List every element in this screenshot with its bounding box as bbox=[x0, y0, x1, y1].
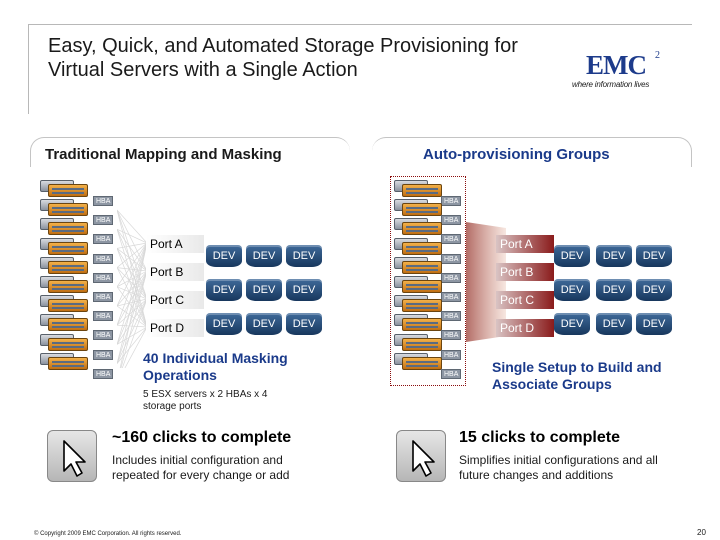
right-port-d: Port D bbox=[496, 319, 554, 337]
left-ops-detail: 5 ESX servers x 2 HBAs x 4 storage ports bbox=[143, 389, 268, 412]
logo-superscript: 2 bbox=[655, 50, 660, 61]
left-dev: DEV bbox=[246, 313, 282, 335]
left-dev: DEV bbox=[206, 279, 242, 301]
server-icon bbox=[394, 276, 442, 293]
server-icon bbox=[40, 199, 88, 217]
left-dev: DEV bbox=[206, 313, 242, 335]
hba-label: HBA bbox=[441, 330, 462, 341]
hba-label: HBA bbox=[441, 215, 462, 226]
left-dev: DEV bbox=[206, 245, 242, 267]
right-dev: DEV bbox=[554, 279, 590, 301]
left-dev: DEV bbox=[246, 245, 282, 267]
slide-title: Easy, Quick, and Automated Storage Provi… bbox=[48, 35, 518, 81]
left-port-c: Port C bbox=[146, 291, 204, 309]
right-dev: DEV bbox=[554, 245, 590, 267]
hba-label: HBA bbox=[93, 272, 114, 283]
right-cursor-box bbox=[396, 430, 446, 482]
server-icon bbox=[394, 180, 442, 197]
server-icon bbox=[394, 256, 442, 274]
hba-label: HBA bbox=[441, 292, 462, 302]
left-panel-title: Traditional Mapping and Masking bbox=[45, 146, 282, 163]
hba-label: HBA bbox=[441, 368, 462, 379]
server-icon bbox=[40, 218, 88, 236]
server-icon bbox=[40, 180, 88, 197]
hba-label: HBA bbox=[93, 196, 114, 206]
server-icon bbox=[394, 218, 442, 236]
hba-label: HBA bbox=[93, 253, 114, 264]
right-dev: DEV bbox=[636, 245, 672, 267]
left-ops-heading: 40 Individual Masking Operations bbox=[143, 350, 288, 383]
hba-label: HBA bbox=[93, 349, 114, 360]
hba-label: HBA bbox=[93, 368, 114, 379]
server-icon bbox=[394, 295, 442, 313]
hba-label: HBA bbox=[93, 330, 114, 341]
left-dev: DEV bbox=[286, 245, 322, 267]
server-icon bbox=[40, 333, 88, 351]
left-dev: DEV bbox=[286, 279, 322, 301]
left-masking-lines bbox=[117, 209, 147, 368]
server-icon bbox=[40, 295, 88, 313]
server-group-box bbox=[390, 176, 466, 386]
server-icon bbox=[40, 256, 88, 274]
left-click-count: ~160 clicks to complete bbox=[112, 429, 292, 446]
cursor-icon bbox=[412, 440, 435, 477]
logo-tagline: where information lives bbox=[572, 80, 650, 89]
left-dev: DEV bbox=[286, 313, 322, 335]
left-click-detail: Includes initial configuration and repea… bbox=[112, 453, 290, 482]
hba-label: HBA bbox=[441, 234, 462, 245]
right-port-a: Port A bbox=[496, 235, 554, 253]
right-port-c: Port C bbox=[496, 291, 554, 309]
right-setup-note: Single Setup to Build and Associate Grou… bbox=[492, 359, 662, 392]
right-dev: DEV bbox=[554, 313, 590, 335]
server-icon bbox=[40, 276, 88, 293]
right-click-detail: Simplifies initial configurations and al… bbox=[459, 453, 658, 482]
hba-label: HBA bbox=[93, 215, 114, 226]
hba-label: HBA bbox=[93, 234, 114, 245]
hba-label: HBA bbox=[441, 253, 462, 264]
title-frame bbox=[28, 24, 692, 114]
hba-label: HBA bbox=[441, 311, 462, 322]
hba-label: HBA bbox=[93, 292, 114, 302]
hba-label: HBA bbox=[441, 272, 462, 283]
right-dev: DEV bbox=[636, 279, 672, 301]
right-port-b: Port B bbox=[496, 263, 554, 281]
left-port-d: Port D bbox=[146, 319, 204, 337]
right-dev: DEV bbox=[596, 245, 632, 267]
left-port-a: Port A bbox=[146, 235, 204, 253]
server-icon bbox=[40, 352, 88, 370]
cursor-icon bbox=[63, 440, 86, 477]
left-dev: DEV bbox=[246, 279, 282, 301]
right-dev: DEV bbox=[636, 313, 672, 335]
page-number: 20 bbox=[697, 528, 706, 537]
server-icon bbox=[40, 314, 88, 332]
right-panel-title: Auto-provisioning Groups bbox=[423, 146, 610, 163]
right-dev: DEV bbox=[596, 313, 632, 335]
server-icon bbox=[394, 333, 442, 351]
server-icon bbox=[394, 237, 442, 255]
logo-brand: EMC bbox=[586, 50, 647, 80]
hba-label: HBA bbox=[441, 349, 462, 360]
server-icon bbox=[394, 352, 442, 370]
left-panel-frame bbox=[30, 137, 350, 167]
right-panel-frame bbox=[372, 137, 692, 167]
right-dev: DEV bbox=[596, 279, 632, 301]
hba-label: HBA bbox=[441, 196, 462, 206]
server-icon bbox=[394, 199, 442, 217]
left-cursor-box bbox=[47, 430, 97, 482]
right-click-count: 15 clicks to complete bbox=[459, 429, 620, 446]
server-icon bbox=[40, 237, 88, 255]
emc-logo: EMC 2 where information lives bbox=[572, 50, 672, 94]
copyright: © Copyright 2009 EMC Corporation. All ri… bbox=[34, 531, 182, 537]
hba-label: HBA bbox=[93, 311, 114, 322]
server-icon bbox=[394, 314, 442, 332]
left-port-b: Port B bbox=[146, 263, 204, 281]
